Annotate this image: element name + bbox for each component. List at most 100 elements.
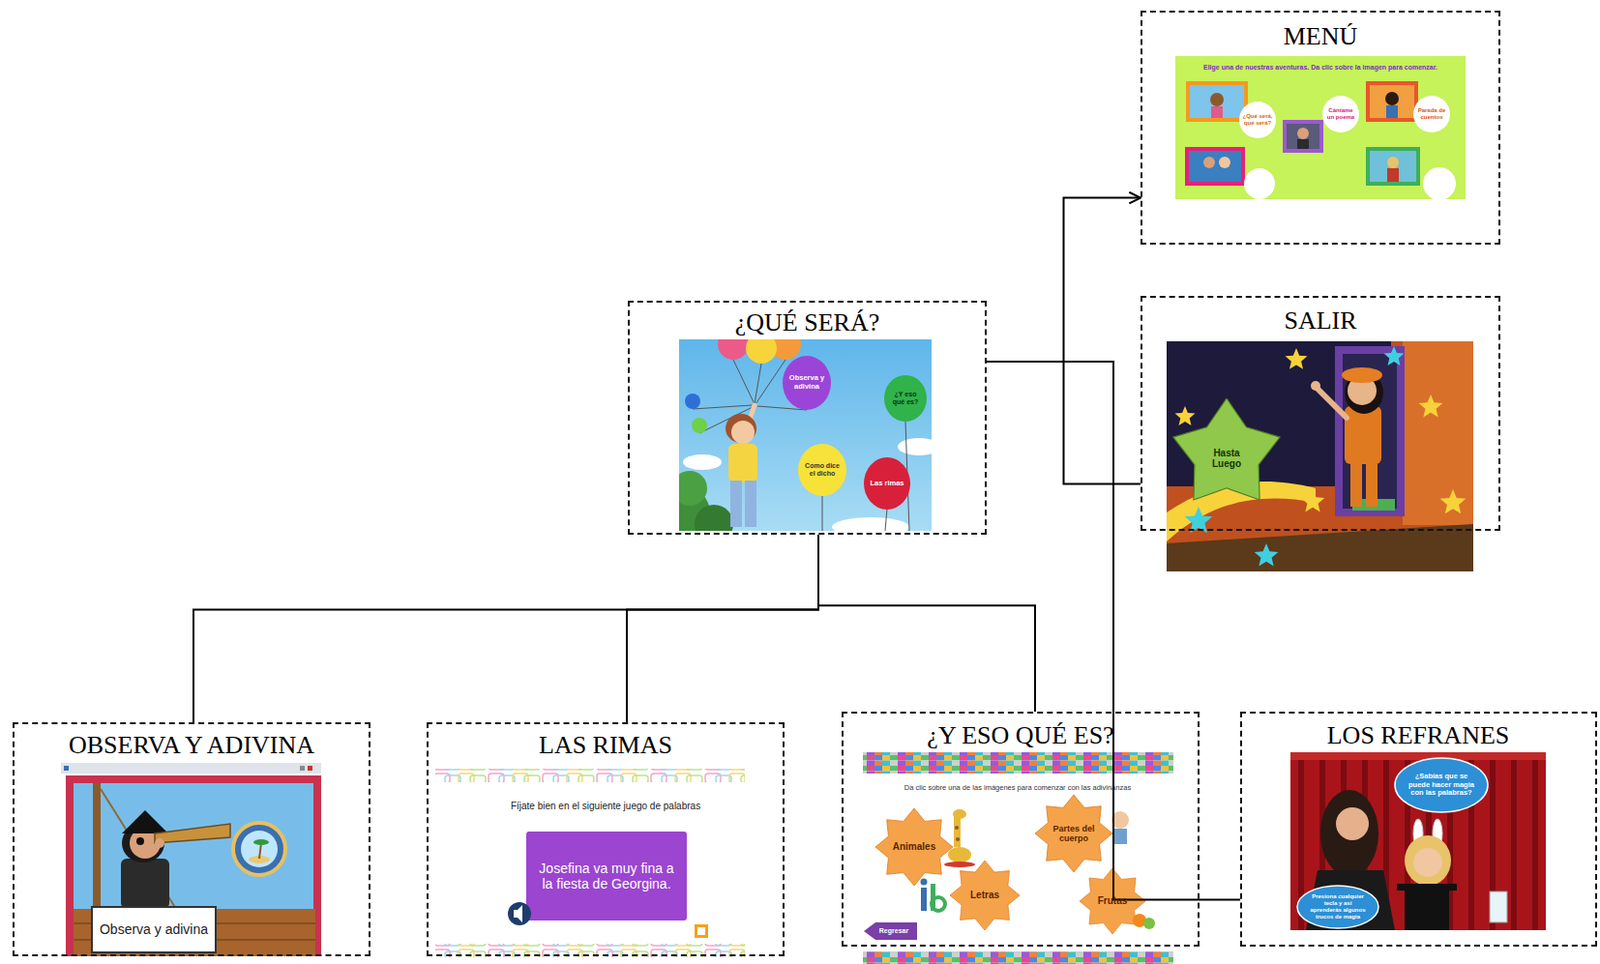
goodbye-screenshot-part — [1344, 406, 1382, 465]
screen-text: Presiona cualquier tecla y así aprenderá… — [1307, 893, 1368, 921]
goodbye-screenshot-part — [1173, 398, 1280, 501]
riddles-screenshot-part — [954, 826, 959, 830]
menu-screenshot-part — [1387, 156, 1399, 169]
pirate-screenshot-part — [92, 783, 101, 915]
menu-screenshot-part — [1210, 92, 1224, 107]
balloons-screenshot-part — [730, 480, 742, 528]
balloons-screenshot-part-part — [754, 363, 762, 405]
activity-box: OBSERVA Y ADIVINAObserva y adivina — [12, 722, 371, 957]
menu-screenshot-part — [1297, 139, 1309, 149]
goodbye-screenshot-part — [1440, 489, 1467, 514]
riddles-screenshot-part — [920, 888, 927, 912]
screen-text: Cántame un poema — [1325, 107, 1357, 121]
menu-screenshot-part — [1322, 95, 1360, 133]
magic-screenshot-part — [1413, 848, 1443, 878]
activity-box: LOS REFRANES¿Sabías que se puede hacer m… — [1240, 711, 1598, 948]
riddles-screenshot-part — [952, 809, 967, 820]
pirate-screenshot-part — [136, 837, 145, 846]
pirate-screenshot-part — [240, 830, 278, 868]
goodbye-screenshot-part — [1365, 460, 1378, 507]
pirate-screenshot-part — [63, 766, 69, 771]
balloons-screenshot-part-part — [822, 495, 824, 532]
rhymes-screenshot — [435, 764, 745, 958]
menu-box: MENÚElige una de nuestras aventuras. Da … — [1140, 10, 1501, 245]
screen-text: Regresar — [874, 927, 914, 936]
menu-screenshot-part — [1365, 147, 1421, 186]
pirate-screenshot-part — [65, 775, 322, 957]
screen-text: Animales — [888, 841, 941, 854]
box-heading: ¿QUÉ SERÁ? — [643, 309, 973, 338]
connector-arrow — [986, 198, 1141, 362]
menu-screenshot-part — [1297, 127, 1309, 140]
pirate-screenshot-part — [120, 859, 170, 910]
menu-screenshot-part — [1188, 150, 1242, 182]
connector-line — [193, 534, 819, 723]
goodbye-screenshot-part — [1166, 524, 1474, 572]
screen-text: Fíjate bien en el siguiente juego de pal… — [460, 800, 751, 813]
goodbye-screenshot-part — [1310, 381, 1321, 391]
connector-line — [986, 361, 1241, 900]
balloons-screenshot-part — [897, 438, 932, 456]
menu-screenshot-part — [1369, 150, 1417, 182]
menu-screenshot — [1175, 56, 1466, 200]
box-heading: OBSERVA Y ADIVINA — [27, 732, 356, 761]
riddles-screenshot-part — [875, 808, 953, 887]
rhymes-screenshot-part — [435, 764, 745, 958]
magic-screenshot-part — [1297, 886, 1379, 929]
screen-text: Partes del cuerpo — [1048, 824, 1099, 845]
rhymes-screenshot-part — [697, 927, 706, 936]
balloons-screenshot-part — [731, 420, 755, 445]
riddles-screenshot-part — [949, 860, 1020, 931]
balloons-screenshot-part-part — [755, 359, 786, 405]
menu-screenshot-part — [1211, 106, 1223, 119]
menu-screenshot-part — [1239, 101, 1276, 139]
balloons-screenshot-part — [725, 414, 757, 444]
magic-screenshot-part — [1335, 807, 1369, 841]
balloons-screenshot-part — [728, 444, 758, 483]
magic-screenshot-part — [1290, 752, 1546, 761]
balloons-screenshot-part — [798, 444, 847, 497]
riddles-screenshot-part — [862, 752, 1174, 964]
menu-screenshot-part — [1189, 85, 1245, 119]
rhymes-screenshot-part — [507, 902, 532, 926]
rhymes-screenshot-part — [435, 769, 745, 783]
balloons-screenshot-part — [884, 375, 927, 422]
pirate-screenshot-part — [233, 823, 286, 876]
connector-line — [626, 534, 819, 723]
box-heading: LOS REFRANES — [1253, 722, 1583, 751]
screen-text: Da clic sobre una de las imágenes para c… — [872, 784, 1163, 794]
screen-text: Parada de cuentos — [1416, 107, 1448, 121]
screen-text: Elige una de nuestras aventuras. Da clic… — [1185, 63, 1456, 72]
magic-screenshot-part — [1404, 835, 1452, 887]
magic-screenshot-part — [1489, 891, 1508, 923]
goodbye-screenshot-part — [1166, 341, 1474, 572]
goodbye-screenshot-part — [1419, 394, 1444, 418]
box-heading: ¿Y ESO QUÉ ES? — [856, 722, 1186, 751]
goodbye-screenshot-part — [1341, 367, 1383, 384]
goodbye-screenshot — [1166, 341, 1474, 572]
balloons-screenshot — [679, 339, 932, 532]
menu-screenshot-part — [1203, 156, 1215, 169]
riddles-screenshot-part — [1114, 829, 1127, 845]
pirate-screenshot-part — [100, 789, 177, 910]
menu-screenshot-part — [1365, 81, 1419, 122]
balloons-screenshot-part — [717, 339, 749, 360]
balloons-screenshot-part — [684, 393, 701, 410]
pirate-screenshot-part — [154, 838, 165, 849]
screen-text: Hasta Luego — [1200, 447, 1253, 471]
menu-screenshot-part — [1218, 156, 1231, 169]
screen-text: Josefina va muy fina a la fiesta de Geor… — [533, 860, 680, 892]
balloons-screenshot-part — [679, 471, 708, 506]
screen-text: Frutas — [1090, 895, 1135, 908]
pirate-screenshot-part — [154, 824, 231, 844]
balloons-screenshot-part — [692, 359, 910, 532]
menu-screenshot-part — [1286, 123, 1320, 149]
menu-screenshot-part — [1386, 105, 1398, 119]
goodbye-screenshot-part — [1350, 460, 1363, 507]
magic-screenshot — [1290, 752, 1546, 931]
magic-screenshot-part — [1396, 884, 1457, 891]
balloons-screenshot-part — [682, 454, 722, 471]
balloons-screenshot-part — [745, 339, 777, 364]
goodbye-screenshot-part — [1175, 406, 1196, 426]
